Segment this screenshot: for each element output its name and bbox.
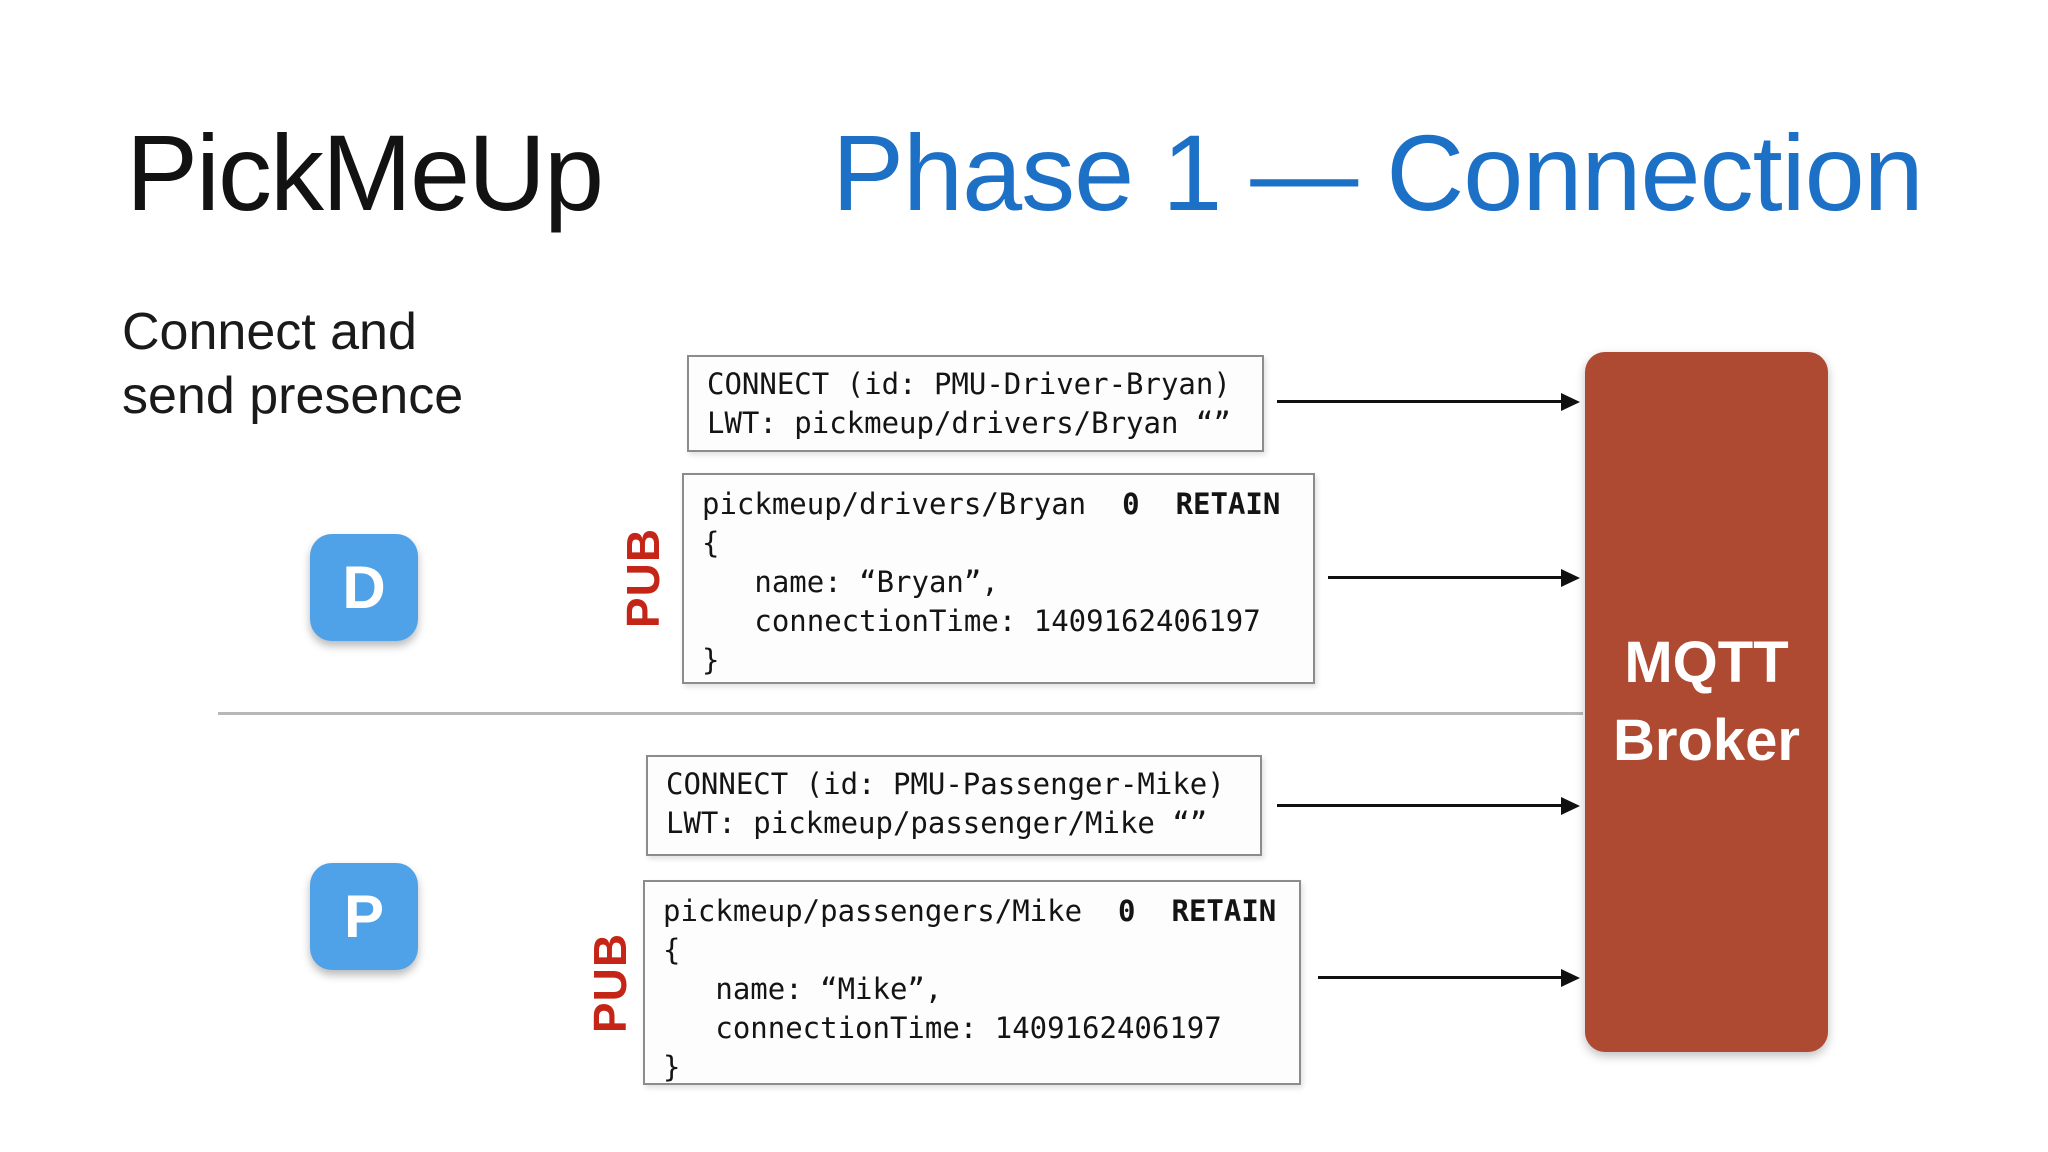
slide-subtitle: Connect and send presence xyxy=(122,303,464,425)
publish-box-driver: pickmeup/drivers/Bryan 0 RETAIN { name: “B… xyxy=(682,473,1315,684)
publish-box-passenger: pickmeup/passengers/Mike 0 RETAIN { name: … xyxy=(643,880,1301,1085)
mqtt-broker-label: MQTT Broker xyxy=(1613,630,1800,773)
connect-box-passenger: CONNECT (id: PMU-Passenger-Mike) LWT: pi… xyxy=(646,755,1262,856)
pub-label-driver: PUB xyxy=(617,527,669,629)
qos-flag-passenger: 0 xyxy=(1118,894,1136,928)
mqtt-broker-box: MQTT Broker xyxy=(1585,352,1828,1052)
publish-payload-passenger: { name: “Mike”, connectionTime: 14091624… xyxy=(663,933,1222,1084)
qos-flag-driver: 0 xyxy=(1122,487,1140,521)
connect-box-driver: CONNECT (id: PMU-Driver-Bryan) LWT: pick… xyxy=(687,355,1264,452)
actor-passenger-badge: P xyxy=(310,863,418,970)
publish-topic-passenger: pickmeup/passengers/Mike xyxy=(663,894,1083,928)
arrow-publish-passenger xyxy=(1318,976,1562,979)
app-title: PickMeUp xyxy=(126,112,604,233)
publish-header-driver: pickmeup/drivers/Bryan 0 RETAIN xyxy=(702,485,1295,524)
arrow-connect-driver xyxy=(1277,400,1562,403)
phase-title: Phase 1 — Connection xyxy=(832,112,1924,233)
actor-driver-letter: D xyxy=(342,554,386,621)
section-divider xyxy=(218,712,1583,715)
pub-label-passenger: PUB xyxy=(584,932,636,1034)
publish-payload-driver: { name: “Bryan”, connectionTime: 1409162… xyxy=(702,526,1261,677)
publish-topic-driver: pickmeup/drivers/Bryan xyxy=(702,487,1087,521)
publish-header-passenger: pickmeup/passengers/Mike 0 RETAIN xyxy=(663,892,1281,931)
retain-flag-driver: RETAIN xyxy=(1175,487,1281,521)
connect-message-driver: CONNECT (id: PMU-Driver-Bryan) LWT: pick… xyxy=(707,367,1231,440)
actor-driver-badge: D xyxy=(310,534,418,641)
retain-flag-passenger: RETAIN xyxy=(1171,894,1277,928)
actor-passenger-letter: P xyxy=(343,883,385,950)
arrow-connect-passenger xyxy=(1277,804,1562,807)
arrow-publish-driver xyxy=(1328,576,1562,579)
connect-message-passenger: CONNECT (id: PMU-Passenger-Mike) LWT: pi… xyxy=(666,767,1225,840)
